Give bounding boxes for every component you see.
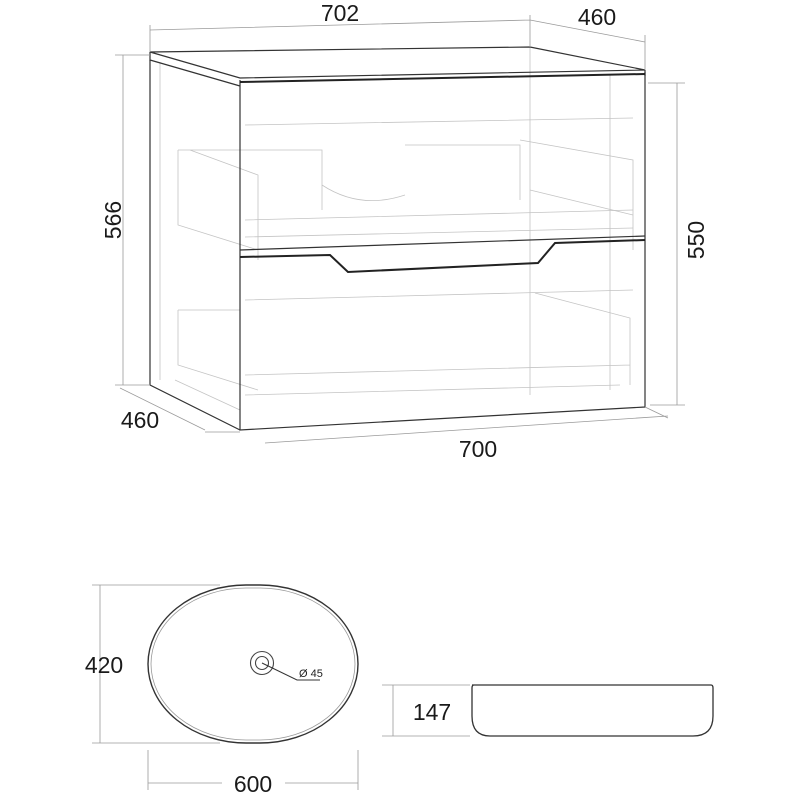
drain-icon bbox=[249, 650, 275, 676]
sink-top-view: Ø 45 420 600 bbox=[85, 584, 359, 797]
width-bottom-dimension: 700 bbox=[459, 436, 497, 462]
sink-height-dimension: 147 bbox=[413, 699, 451, 725]
top-drawer-edge bbox=[239, 73, 646, 83]
sink-depth-dimension: 420 bbox=[85, 652, 123, 678]
cabinet-internal-lines bbox=[159, 48, 634, 411]
sink-side-view: 147 bbox=[382, 684, 714, 737]
countertop-outline bbox=[149, 46, 646, 79]
height-left-dimension: 566 bbox=[100, 201, 126, 239]
drain-diameter-label: Ø 45 bbox=[299, 668, 323, 680]
cabinet-side-outline bbox=[149, 60, 241, 431]
sink-profile bbox=[471, 684, 714, 737]
depth-top-dimension: 460 bbox=[578, 4, 616, 30]
cabinet-front-outline bbox=[239, 72, 646, 431]
depth-bottom-dimension: 460 bbox=[121, 407, 159, 433]
width-top-dimension: 702 bbox=[321, 0, 359, 26]
sink-outline bbox=[147, 584, 359, 744]
sink-width-dimension: 600 bbox=[234, 771, 272, 797]
height-right-dimension: 550 bbox=[683, 221, 709, 259]
cabinet-drawing bbox=[149, 46, 646, 431]
drawer-handle bbox=[239, 239, 646, 274]
cabinet-dimensions: 702 460 566 550 460 700 bbox=[100, 0, 709, 462]
